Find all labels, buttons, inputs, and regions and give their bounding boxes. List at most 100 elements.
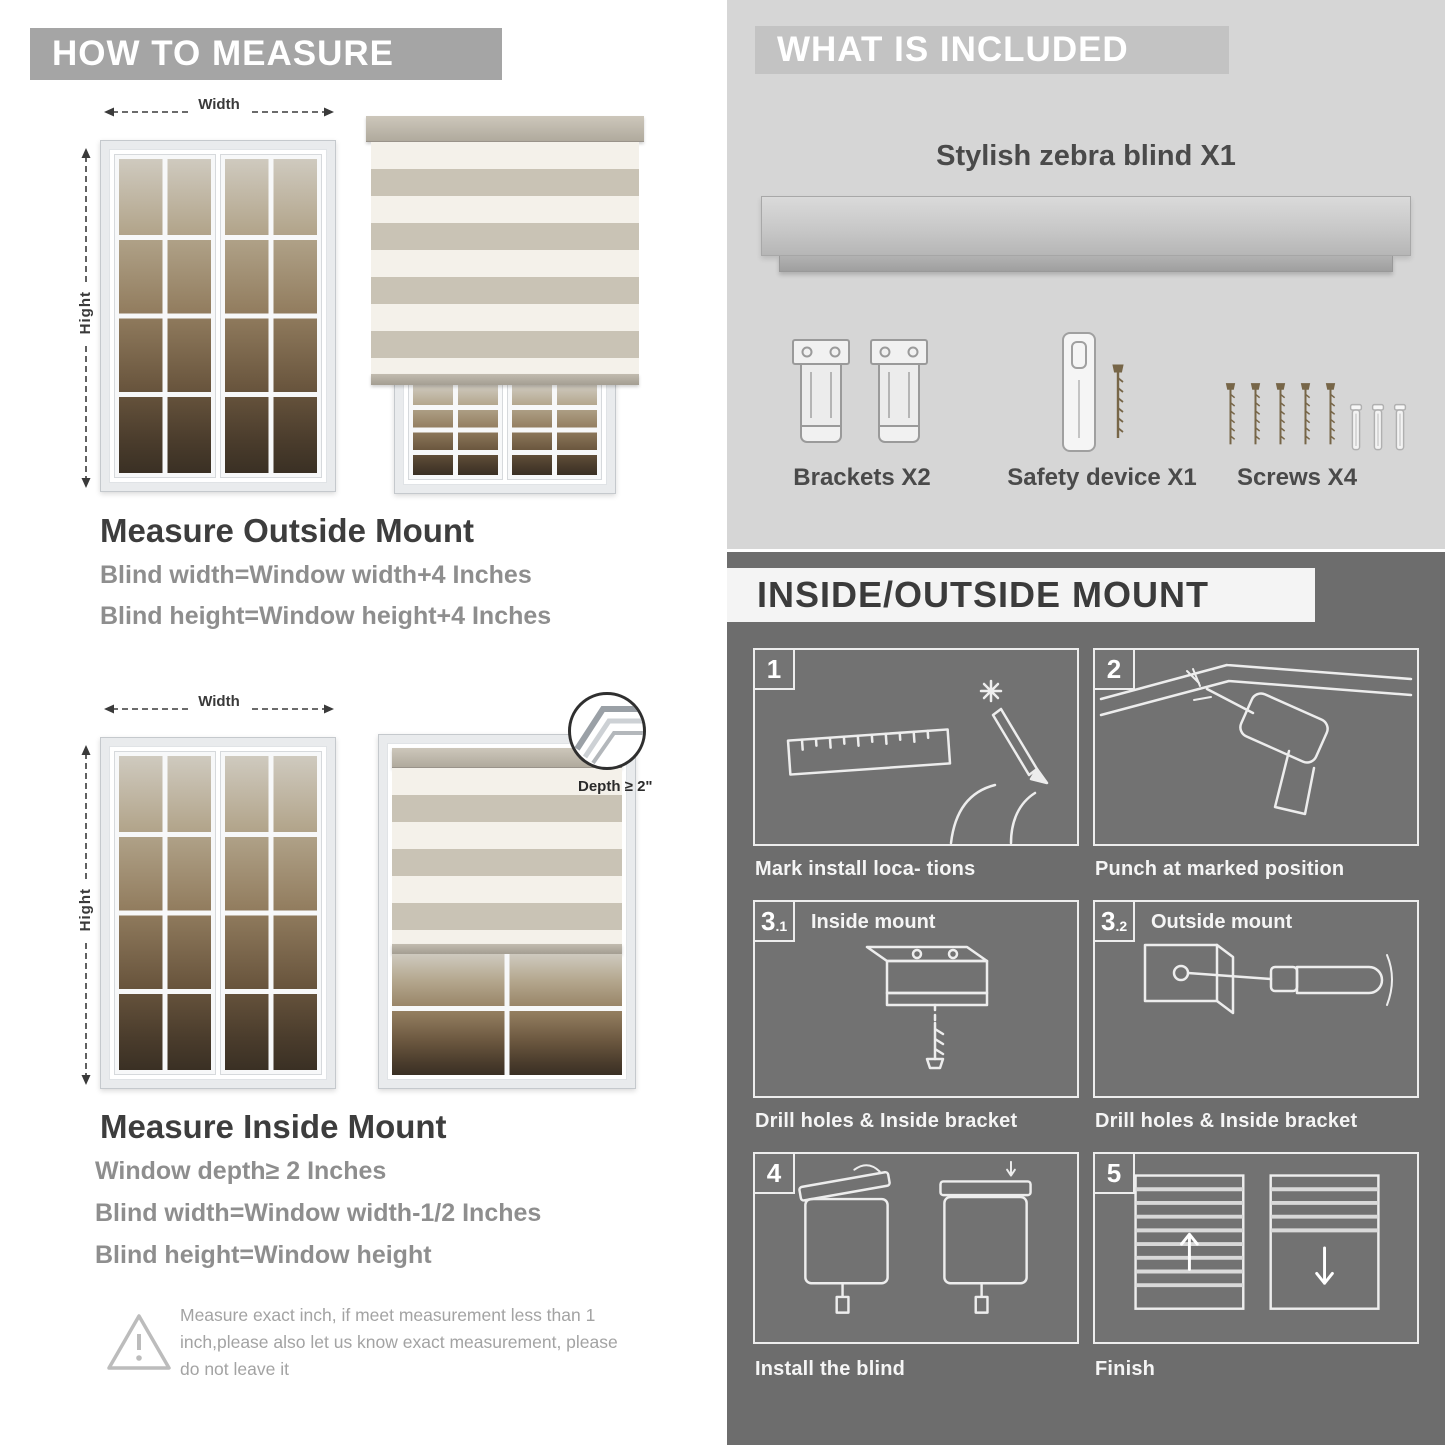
how-to-measure-header: HOW TO MEASURE (30, 28, 502, 80)
step-number: 5 (1095, 1154, 1135, 1194)
product-label: Stylish zebra blind X1 (936, 140, 1236, 172)
step-3-1-caption: Drill holes & Inside bracket (755, 1110, 1018, 1132)
mark-location-illustration (786, 679, 1049, 844)
blind-zebra-stripes (371, 142, 639, 374)
screw-icon (1225, 383, 1236, 445)
what-is-included-section: WHAT IS INCLUDED Stylish zebra blind X1 (727, 0, 1445, 549)
how-to-measure-section: HOW TO MEASURE Width Hight Measure Outsi… (0, 0, 722, 1445)
outside-mount-formula-width: Blind width=Window width+4 Inches (100, 561, 532, 589)
window-sashes (109, 149, 327, 483)
step-number-text: 2 (1106, 653, 1122, 684)
window-illustration-outside (100, 140, 336, 492)
inside-mount-formula-height: Blind height=Window height (95, 1241, 432, 1269)
step-1-caption: Mark install loca- tions (755, 858, 976, 880)
inside-mount-title: Measure Inside Mount (100, 1108, 447, 1145)
screw-icon (1250, 383, 1261, 445)
step-number: 4 (755, 1154, 795, 1194)
blind-cassette (392, 748, 622, 768)
safety-device-label: Safety device X1 (1007, 464, 1197, 491)
height-dimension-label: Hight (77, 283, 94, 343)
step-3-1-panel: 3.1 Inside mount (753, 900, 1079, 1098)
height-dimension-label: Hight (77, 880, 94, 940)
window-sashes (109, 746, 327, 1080)
step-4-panel: 4 (753, 1152, 1079, 1344)
measurement-note: Measure exact inch, if meet measurement … (180, 1305, 618, 1380)
window-illustration-inside (100, 737, 336, 1089)
finished-blinds-illustration (1134, 1174, 1380, 1310)
step-number-sub: .1 (775, 918, 788, 934)
inside-bracket-illustration (865, 945, 989, 1070)
brackets-label: Brackets X2 (793, 464, 931, 491)
step-number-sub: .2 (1115, 918, 1128, 934)
blind-cassette (366, 116, 644, 142)
width-label-wrap: Width (102, 96, 336, 114)
step-number: 3.2 (1095, 902, 1136, 942)
outside-bracket-illustration (1143, 943, 1393, 1015)
wall-anchor-icon (1371, 403, 1385, 451)
wall-anchor-icon (1393, 403, 1407, 451)
step-5-caption: Finish (1095, 1358, 1156, 1380)
window-sash-left (114, 154, 216, 478)
width-arrow-icon (104, 107, 334, 117)
screws-label: Screws X4 (1236, 464, 1358, 491)
width-dimension-label: Width (190, 96, 248, 113)
step-number-text: 5 (1106, 1157, 1122, 1188)
step-3-2-caption: Drill holes & Inside bracket (1095, 1110, 1358, 1132)
bracket-icon (870, 339, 928, 443)
inside-outside-mount-section: INSIDE/OUTSIDE MOUNT 1 Mark install loca… (727, 552, 1445, 1445)
zebra-blind-outside-illustration (366, 116, 644, 494)
bracket-icon (792, 339, 850, 443)
what-is-included-title: WHAT IS INCLUDED (777, 30, 1129, 69)
width-dimension-label: Width (190, 693, 248, 710)
step-2-panel: 2 (1093, 648, 1419, 846)
window-behind-blind (394, 366, 616, 494)
step-number: 2 (1095, 650, 1135, 690)
step-number: 3.1 (755, 902, 796, 942)
blind-headrail-illustration (761, 196, 1411, 256)
step-number-text: 3 (761, 905, 776, 936)
width-label-wrap: Width (102, 693, 336, 711)
window-sash-right (220, 154, 322, 478)
screw-icon (1112, 364, 1124, 438)
inside-mount-depth-rule: Window depth≥ 2 Inches (95, 1157, 387, 1185)
step-number-text: 4 (766, 1157, 782, 1188)
step-3-2-title: Outside mount (1151, 911, 1293, 933)
blind-headrail-lip (779, 256, 1393, 272)
step-number: 1 (755, 650, 795, 690)
step-3-2-panel: 3.2 Outside mount (1093, 900, 1419, 1098)
blind-bottom-rail (392, 944, 622, 954)
step-3-1-title: Inside mount (811, 911, 936, 933)
depth-callout-circle (568, 692, 646, 770)
window-sash-left (114, 751, 216, 1075)
blind-bottom-rail (371, 374, 639, 385)
window-corner-detail-icon (574, 706, 643, 765)
step-number-text: 1 (766, 653, 782, 684)
outside-mount-formula-height: Blind height=Window height+4 Inches (100, 602, 552, 630)
safety-device-icon (1062, 332, 1096, 452)
outside-mount-title: Measure Outside Mount (100, 512, 475, 549)
zebra-blind-inside-illustration (378, 734, 636, 1089)
step-5-panel: 5 (1093, 1152, 1419, 1344)
warning-icon (107, 1314, 171, 1370)
screw-icon (1275, 383, 1286, 445)
screw-icon (1325, 383, 1336, 445)
window-sash-right (220, 751, 322, 1075)
screw-icon (1300, 383, 1311, 445)
install-blind-illustration (798, 1160, 1032, 1314)
blind-inside-window (387, 743, 627, 1080)
step-number-text: 3 (1101, 905, 1116, 936)
step-1-panel: 1 (753, 648, 1079, 846)
what-is-included-header: WHAT IS INCLUDED (755, 26, 1229, 74)
drill-illustration (1099, 663, 1413, 816)
wall-anchor-icon (1349, 403, 1363, 451)
step-4-caption: Install the blind (755, 1358, 906, 1380)
inside-mount-formula-width: Blind width=Window width-1/2 Inches (95, 1199, 542, 1227)
blind-zebra-stripes (392, 768, 622, 944)
window-glass-below-blind (392, 954, 622, 1075)
how-to-measure-title: HOW TO MEASURE (52, 34, 394, 73)
mount-section-header: INSIDE/OUTSIDE MOUNT (727, 568, 1315, 622)
width-arrow-icon (104, 704, 334, 714)
mount-section-title: INSIDE/OUTSIDE MOUNT (757, 574, 1210, 615)
depth-requirement-label: Depth ≥ 2" (578, 778, 653, 795)
step-2-caption: Punch at marked position (1095, 858, 1345, 880)
